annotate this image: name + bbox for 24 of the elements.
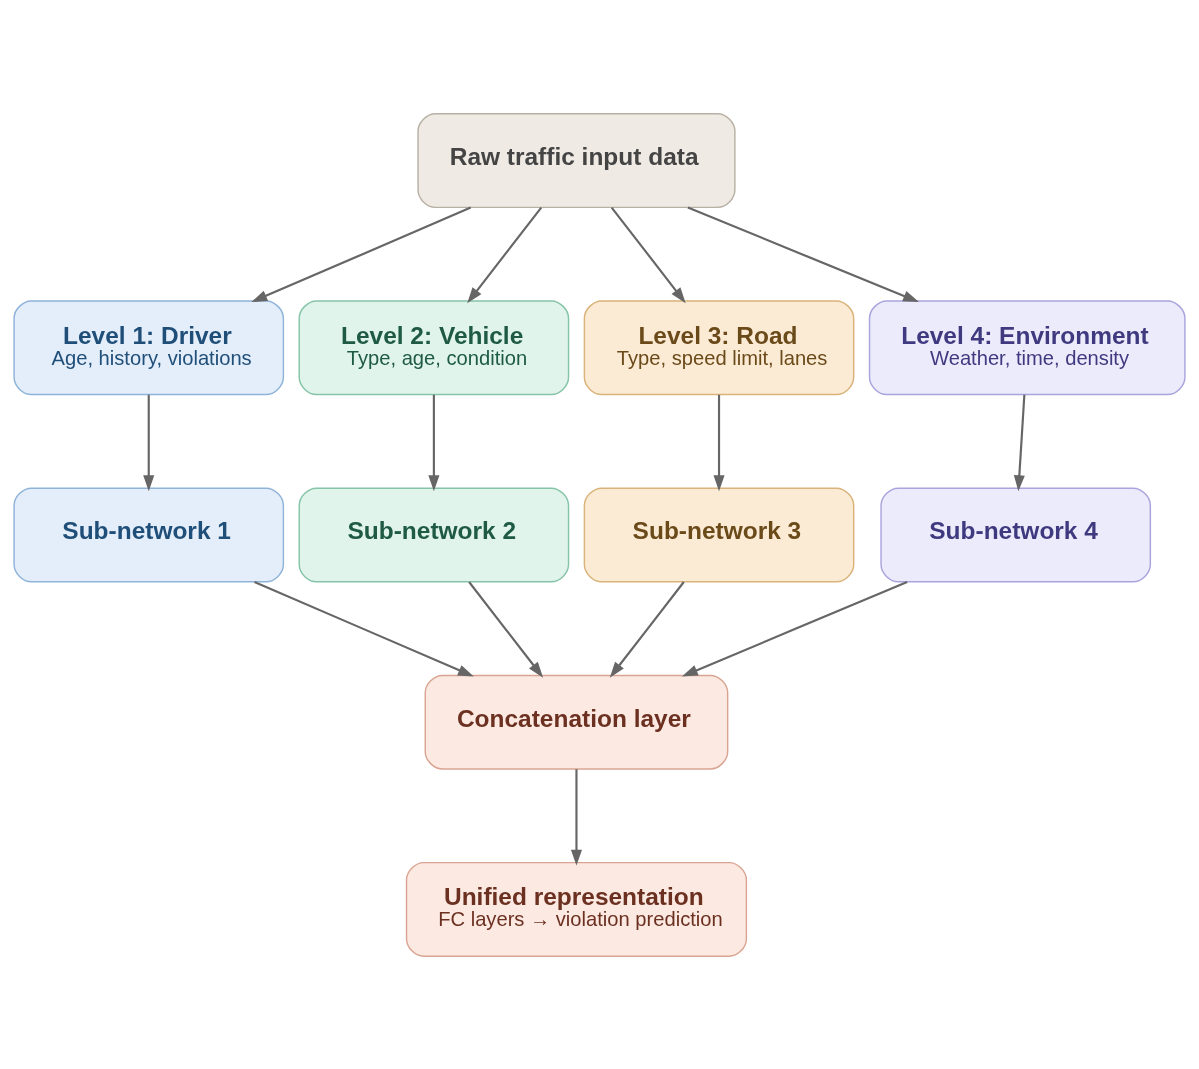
node-box: Raw traffic input data (417, 112, 736, 208)
node-box: Sub-network 4 (880, 486, 1152, 582)
node-box: Sub-network 3 (583, 486, 855, 582)
node-box: Level 2: Vehicle Type, age, condition (298, 299, 570, 395)
arrow (251, 206, 472, 302)
arrow (1013, 394, 1026, 491)
arrow (570, 768, 582, 866)
node-box: Level 1: Driver Age, history, violations (13, 299, 285, 395)
arrow (681, 580, 908, 676)
arrow (468, 580, 544, 678)
arrow (713, 394, 725, 491)
arrow (687, 206, 919, 302)
arrow (254, 580, 474, 677)
arrow (609, 580, 685, 678)
node-box: Unified representation FC layers → violation prediction (405, 861, 748, 957)
arrow (610, 206, 686, 303)
arrow (467, 206, 543, 303)
node-box: Concatenation layer (424, 674, 729, 770)
node-box: Sub-network 2 (298, 486, 570, 582)
node-box: Sub-network 1 (13, 486, 285, 582)
arrow (428, 394, 440, 491)
node-box: Level 3: Road Type, speed limit, lanes (583, 299, 855, 395)
arrow (143, 394, 155, 491)
node-box: Level 4: Environment Weather, time, density (868, 299, 1186, 395)
